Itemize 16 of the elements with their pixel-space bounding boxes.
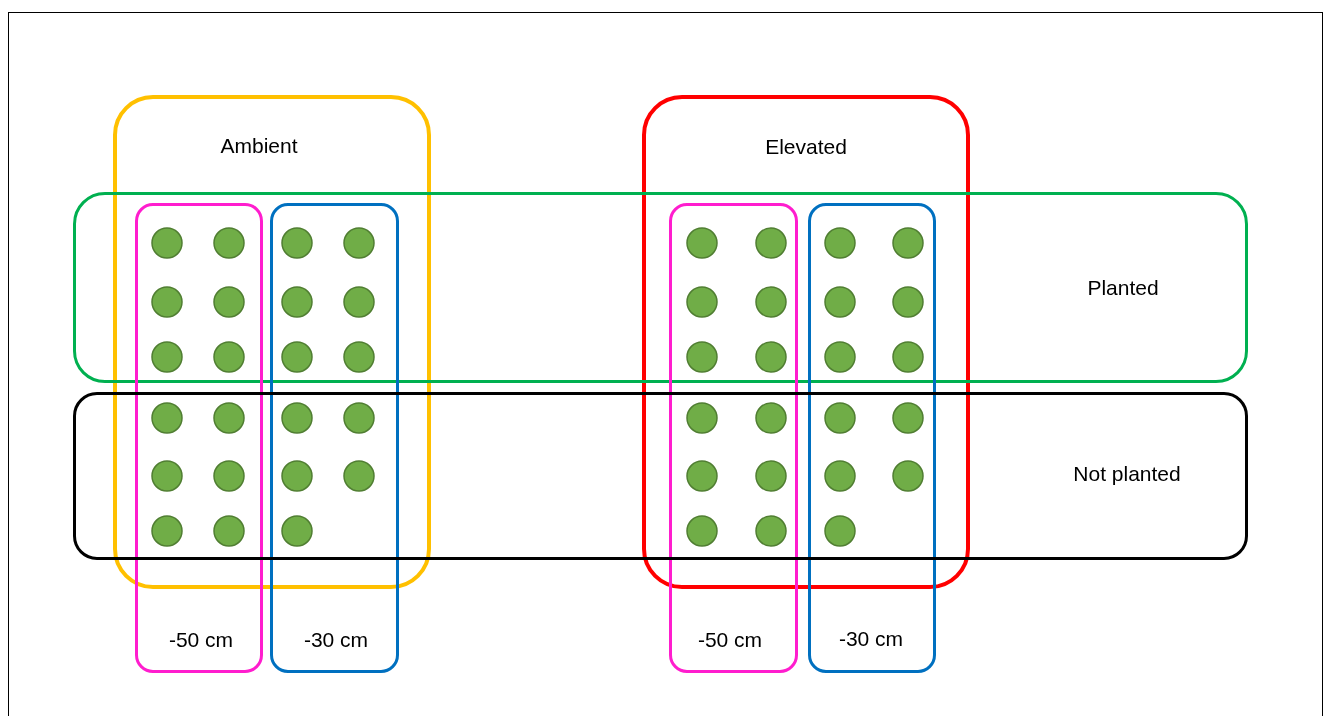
depth-label: -50 cm — [168, 628, 234, 652]
depth-column — [669, 203, 798, 673]
treatment-outline — [113, 95, 431, 589]
depth-column — [135, 203, 263, 673]
row-band — [73, 192, 1248, 383]
treatment-outline — [642, 95, 970, 589]
depth-label: -30 cm — [303, 628, 369, 652]
row-label: Not planted — [1073, 462, 1181, 486]
treatment-label: Elevated — [765, 135, 847, 159]
depth-column — [270, 203, 399, 673]
depth-label: -30 cm — [838, 627, 904, 651]
depth-column — [808, 203, 936, 673]
treatment-label: Ambient — [220, 134, 298, 158]
row-band — [73, 392, 1248, 560]
row-label: Planted — [1087, 276, 1159, 300]
depth-label: -50 cm — [697, 628, 763, 652]
